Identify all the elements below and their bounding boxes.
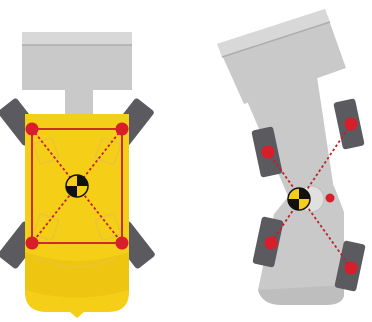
left-stability-lines [31,128,123,244]
right-vehicle [217,9,366,305]
left-vehicle [0,32,155,318]
left-contact-points [25,122,129,250]
left-center-of-mass-icon [65,174,89,198]
right-center-of-mass-icon [287,187,311,211]
articulation-point [325,193,335,203]
front-chassis [244,70,334,210]
tilted-block [217,9,346,104]
right-contact-points [261,117,358,275]
mast-block [22,32,132,126]
forklift-body [25,114,129,318]
right-stability-lines [267,123,352,269]
rear-chassis [258,186,344,305]
